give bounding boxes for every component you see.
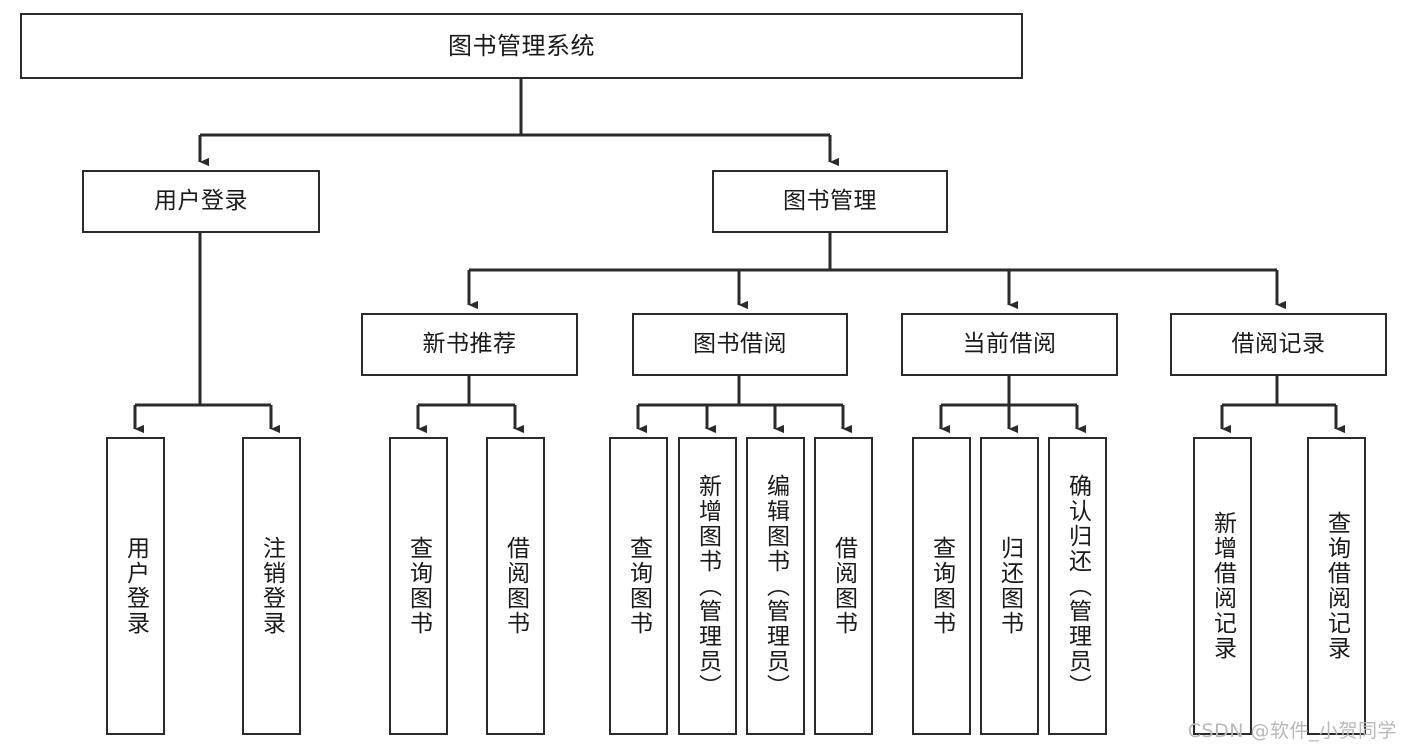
node-label: 用户登录 [154,187,248,214]
node-leaf-edit-book-admin[interactable]: 编辑图书（管理员） [746,437,805,735]
node-label: 查询借阅记录 [1323,511,1350,661]
node-user-login[interactable]: 用户登录 [82,170,320,233]
node-label: 查询图书 [928,536,955,636]
node-leaf-confirm-return-admin[interactable]: 确认归还（管理员） [1048,437,1107,735]
node-leaf-query-book-recommend[interactable]: 查询图书 [389,437,448,735]
node-leaf-logout[interactable]: 注销登录 [242,437,301,735]
node-leaf-add-borrow-record[interactable]: 新增借阅记录 [1193,437,1252,735]
node-label: 编辑图书（管理员） [762,473,789,699]
node-new-book-recommend[interactable]: 新书推荐 [361,313,578,376]
node-label: 查询图书 [625,536,652,636]
node-label: 图书借阅 [693,330,787,357]
node-label: 借阅记录 [1231,330,1326,357]
node-label: 新增图书（管理员） [694,473,721,699]
node-label: 借阅图书 [830,536,857,636]
node-label: 借阅图书 [502,536,529,636]
node-leaf-borrow-book-recommend[interactable]: 借阅图书 [486,437,545,735]
node-leaf-user-login[interactable]: 用户登录 [106,437,165,735]
node-label: 图书管理系统 [448,31,595,60]
node-label: 当前借阅 [962,330,1057,357]
node-leaf-add-book-admin[interactable]: 新增图书（管理员） [678,437,737,735]
node-leaf-borrow-book[interactable]: 借阅图书 [814,437,873,735]
node-leaf-query-book-current[interactable]: 查询图书 [912,437,971,735]
node-label: 新书推荐 [422,330,517,357]
node-book-borrow[interactable]: 图书借阅 [632,313,848,376]
node-book-management[interactable]: 图书管理 [712,170,948,233]
node-leaf-return-book[interactable]: 归还图书 [980,437,1039,735]
node-label: 图书管理 [783,187,877,214]
node-leaf-query-borrow-record[interactable]: 查询借阅记录 [1307,437,1366,735]
node-label: 确认归还（管理员） [1064,473,1091,699]
node-borrow-record[interactable]: 借阅记录 [1170,313,1387,376]
node-leaf-query-book-borrow[interactable]: 查询图书 [609,437,668,735]
node-label: 新增借阅记录 [1209,511,1236,661]
node-current-borrow[interactable]: 当前借阅 [901,313,1118,376]
node-label: 用户登录 [122,536,149,636]
node-label: 查询图书 [405,536,432,636]
node-label: 注销登录 [258,536,285,636]
node-label: 归还图书 [996,536,1023,636]
node-root-book-management-system[interactable]: 图书管理系统 [20,13,1023,79]
